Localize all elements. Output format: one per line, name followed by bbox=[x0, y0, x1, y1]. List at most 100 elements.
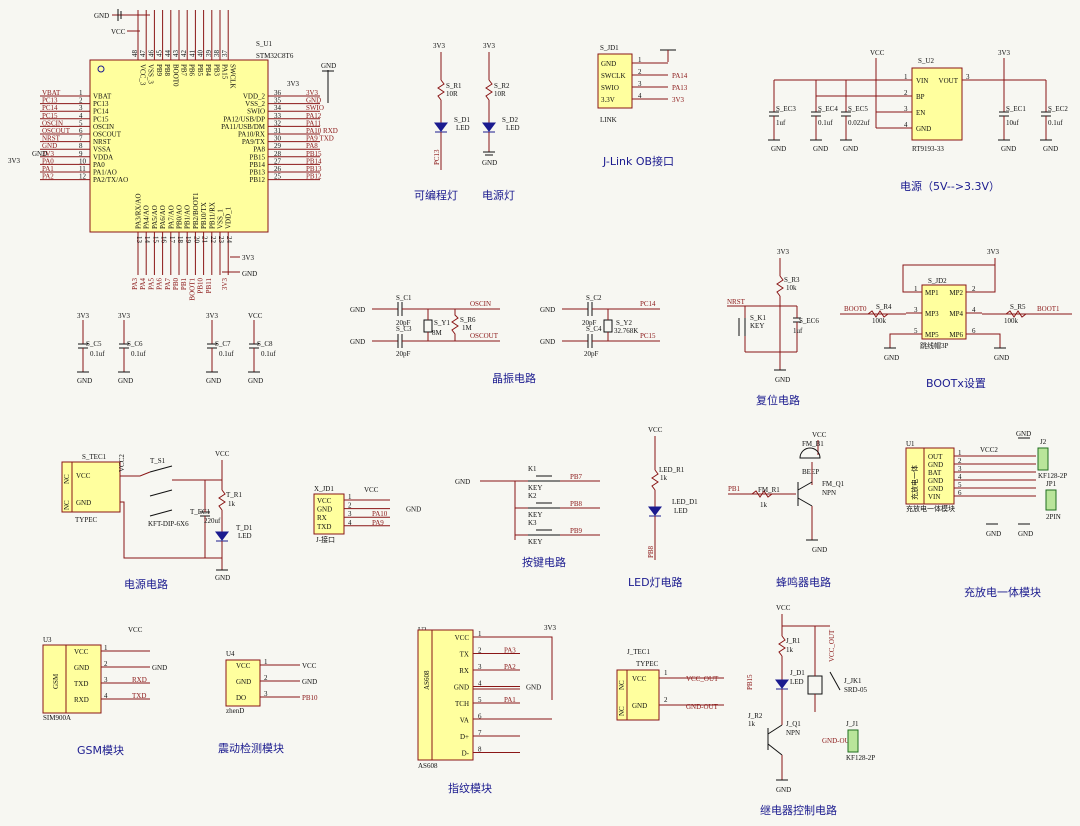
reg-cap-gnd: GND bbox=[1001, 145, 1016, 153]
reg-ref: S_U2 bbox=[918, 57, 934, 65]
mcu-top-pin-num: 48 bbox=[131, 50, 139, 58]
power-pin-gnd: GND bbox=[76, 499, 91, 507]
caption-vibration: 震动检测模块 bbox=[218, 741, 284, 755]
xjd1-pin-num: 1 bbox=[348, 493, 352, 501]
mcu-right-pin-net: PA9 TXD bbox=[306, 135, 334, 143]
mcu-bottom-pin-net: PB1 bbox=[180, 278, 188, 291]
relay-out2: GND-OUT bbox=[822, 737, 855, 745]
vib-pin-net: VCC bbox=[302, 662, 317, 670]
reset-r: S_R3 bbox=[784, 276, 800, 284]
mcu-right-pin-num: 34 bbox=[274, 104, 282, 112]
gsm-pin-num: 3 bbox=[104, 676, 108, 684]
mcu-bottom-pin-name: PB2/BOOT1 bbox=[192, 192, 200, 229]
xjd1-pin-net: PA10 bbox=[372, 510, 388, 518]
boot-r4-val: 100k bbox=[872, 317, 887, 325]
led2-ref: S_D2 bbox=[502, 116, 518, 124]
power-r-val: 1k bbox=[228, 500, 236, 508]
led2-rail: 3V3 bbox=[483, 42, 496, 50]
led2-r-val: 10R bbox=[494, 90, 506, 98]
reg-pin-num: 2 bbox=[904, 89, 908, 97]
mcu-right-pin-net: GND bbox=[306, 97, 321, 105]
mcu-left-pin-name: PC15 bbox=[93, 115, 109, 123]
chg-label: 充放电一体 bbox=[910, 465, 919, 500]
mcu-bottom-pin-num: 24 bbox=[225, 236, 233, 244]
mcu-bottom-pin-num: 18 bbox=[176, 236, 184, 244]
relay-q: J_Q1 bbox=[786, 720, 801, 728]
gsm-ref: U3 bbox=[43, 636, 52, 644]
mcu-right-pin-num: 35 bbox=[274, 97, 282, 105]
reg-pin-num: 3 bbox=[904, 105, 908, 113]
mcu-right-pin-num: 27 bbox=[274, 157, 282, 165]
mcu-left-pin-net: OSCIN bbox=[42, 119, 63, 127]
led1-resistor bbox=[437, 79, 445, 101]
relay-j1: J_J1 bbox=[846, 720, 859, 728]
reset-gnd: GND bbox=[775, 376, 790, 384]
mcu-bottom-pin-num: 20 bbox=[192, 236, 200, 244]
jlink-ref: S_JD1 bbox=[600, 44, 619, 52]
mcu-left-pin-net: PC15 bbox=[42, 112, 58, 120]
power-nc1: NC bbox=[63, 474, 71, 484]
xjd1-pin-name: TXD bbox=[317, 523, 331, 531]
mcu-top-pin-num: 37 bbox=[221, 50, 229, 58]
mcu-left-pin-net: VBAT bbox=[42, 89, 61, 97]
mcu-top-pin-name: BOOT0 bbox=[171, 64, 179, 87]
fp-pin-name: RX bbox=[459, 667, 469, 675]
decap-gnd: GND bbox=[77, 377, 92, 385]
chg-jp1v: 2PIN bbox=[1046, 513, 1061, 521]
mcu-left-pin-name: OSCOUT bbox=[93, 131, 122, 139]
mcu-right-pin-net: PA12 bbox=[306, 112, 322, 120]
chg-body bbox=[905, 447, 955, 505]
power-ref: S_TEC1 bbox=[82, 453, 107, 461]
decap-val: 0.1uf bbox=[131, 350, 146, 358]
xtal1-c1: S_C1 bbox=[396, 294, 412, 302]
buz-qv: NPN bbox=[822, 489, 836, 497]
power-r-ref: T_R1 bbox=[226, 491, 242, 499]
boot-rail-wire-2 bbox=[982, 265, 996, 293]
xtal1-y: S_Y1 bbox=[434, 319, 450, 327]
mcu-body bbox=[89, 59, 269, 233]
mcu-left-pin-num: 4 bbox=[79, 112, 83, 120]
caption-relay: 继电器控制电路 bbox=[760, 803, 837, 817]
jtec1-footer: TYPEC bbox=[636, 660, 659, 668]
vib-ref: U4 bbox=[226, 650, 235, 658]
mcu-right-pin-num: 31 bbox=[274, 127, 282, 135]
xtal1-gnd-a: GND bbox=[350, 306, 365, 314]
mcu-right-pin-net: PA10 RXD bbox=[306, 127, 338, 135]
gsm-pin-net: TXD bbox=[132, 692, 146, 700]
key-net: PB8 bbox=[570, 500, 583, 508]
mcu-left-pin-name: OSCIN bbox=[93, 123, 114, 131]
xjd1-pin-net: PA9 bbox=[372, 519, 384, 527]
mcu-right-pin-num: 36 bbox=[274, 89, 282, 97]
vib-pin-net: PB10 bbox=[302, 694, 318, 702]
mcu-top-pin-name: VCC_3 bbox=[139, 64, 147, 86]
xtal2-c1: S_C2 bbox=[586, 294, 602, 302]
xtal1-r: S_R6 bbox=[460, 316, 476, 324]
gsm-pin-net: GND bbox=[152, 664, 167, 672]
led2-diode bbox=[482, 122, 496, 132]
ledc-net: PB8 bbox=[647, 545, 655, 558]
mcu-right-pin-name: PB13 bbox=[249, 169, 265, 177]
boot-gnd-wire bbox=[889, 333, 906, 348]
xjd1-pin-num: 3 bbox=[348, 510, 352, 518]
decap-ref: S_C8 bbox=[257, 340, 273, 348]
fp-label: AS608 bbox=[423, 670, 431, 690]
ledc-rail: VCC bbox=[648, 426, 663, 434]
fp-pin-name: GND bbox=[454, 684, 469, 692]
mcu-left-pin-name: VDDA bbox=[93, 153, 113, 161]
xtal2-gnd-a: GND bbox=[540, 306, 555, 314]
mcu-left-pin-num: 1 bbox=[79, 89, 83, 97]
relay-dv: LED bbox=[790, 678, 804, 686]
jlink-pin-name: SWIO bbox=[601, 84, 619, 92]
mcu-top-pin-name: SWCLK bbox=[229, 64, 237, 89]
xjd1-pin-num: 2 bbox=[348, 502, 352, 510]
chg-pin-name: BAT bbox=[928, 469, 942, 477]
mcu-right-pin-name: PA12/USB/DP bbox=[223, 115, 265, 123]
buzzer-circuit: VCC FM_B1 BEEP PB1 FM_R1 1k FM_Q1 NPN GN… bbox=[728, 431, 845, 554]
vib-pin-net: GND bbox=[302, 678, 317, 686]
caption-fingerprint: 指纹模块 bbox=[448, 781, 492, 795]
vib-pin-num: 1 bbox=[264, 658, 268, 666]
power-vcc-wire bbox=[120, 471, 151, 477]
mcu-left-gnd-label: GND bbox=[32, 150, 47, 158]
